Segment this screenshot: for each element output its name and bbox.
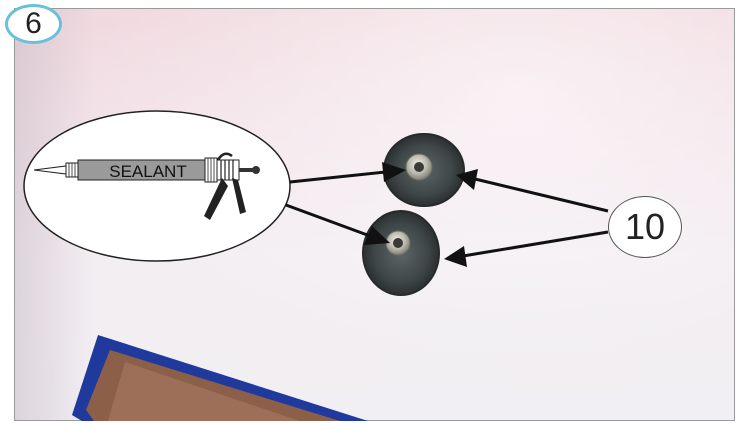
- sealant-label: SEALANT: [109, 162, 186, 181]
- masking-tape-corner: [72, 335, 368, 421]
- arrow-callout-lower: [444, 232, 608, 267]
- sealant-gun-illustration: SEALANT: [24, 111, 290, 261]
- step-number-badge: 6: [5, 4, 62, 44]
- part-callout-badge: 10: [608, 196, 682, 258]
- arrow-callout-upper: [456, 169, 608, 211]
- arrow-sealant-upper: [290, 162, 406, 182]
- rivet-nut-washer-lower: [363, 211, 439, 295]
